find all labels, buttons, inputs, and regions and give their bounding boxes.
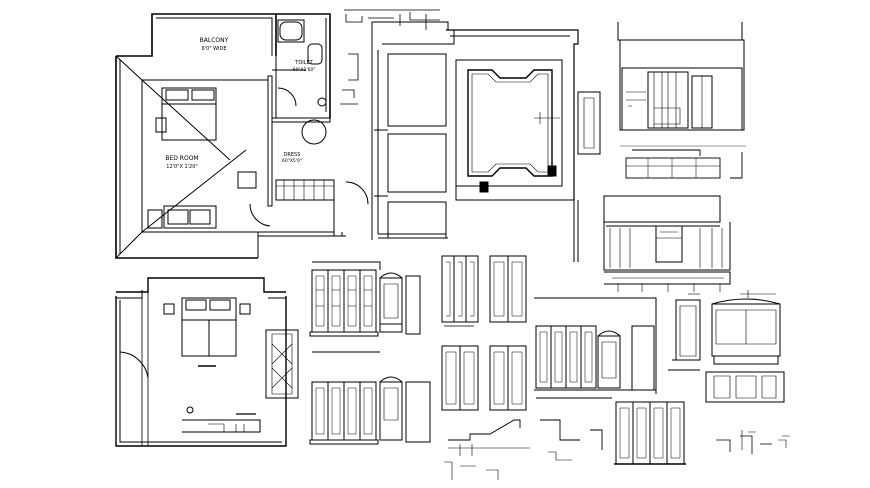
wardrobe-elevation-top (617, 22, 745, 131)
toilet-size-label: 60"X1'60" (293, 67, 316, 73)
hardware-details (716, 430, 790, 454)
bedroom-label: BED ROOM (165, 155, 198, 162)
bedroom-size-label: 12'0"X 1'20" (166, 164, 197, 170)
wardrobe-elevation-a (309, 261, 421, 337)
bedroom-floor-plan-2 (115, 277, 299, 447)
bottom-section-details (444, 397, 612, 480)
top-section-detail (340, 9, 440, 105)
dress-size-label: 60"X5'0" (282, 158, 302, 164)
bed-headboard-elevation (603, 195, 731, 292)
toilet-label: TOILET (294, 60, 313, 66)
bedroom-floor-plan (115, 13, 369, 259)
wardrobe-elevation-f (614, 401, 686, 465)
dressing-unit-elevation (668, 290, 785, 403)
balcony-label: BALCONY (200, 37, 229, 44)
balcony-size-label: 6'0" WIDE (201, 46, 226, 52)
wardrobe-plan-detail (620, 145, 746, 179)
corridor-plan (371, 21, 601, 262)
wardrobe-elevation-e (534, 297, 657, 394)
bedroom-plan-labels: BALCONY 6'0" WIDE TOILET 60"X1'60" BED R… (165, 37, 315, 170)
dress-label: DRESS (284, 152, 301, 158)
wardrobe-elevation-b (309, 351, 431, 445)
cabinet-elevation-c (441, 255, 527, 327)
cabinet-elevation-d (441, 345, 527, 411)
